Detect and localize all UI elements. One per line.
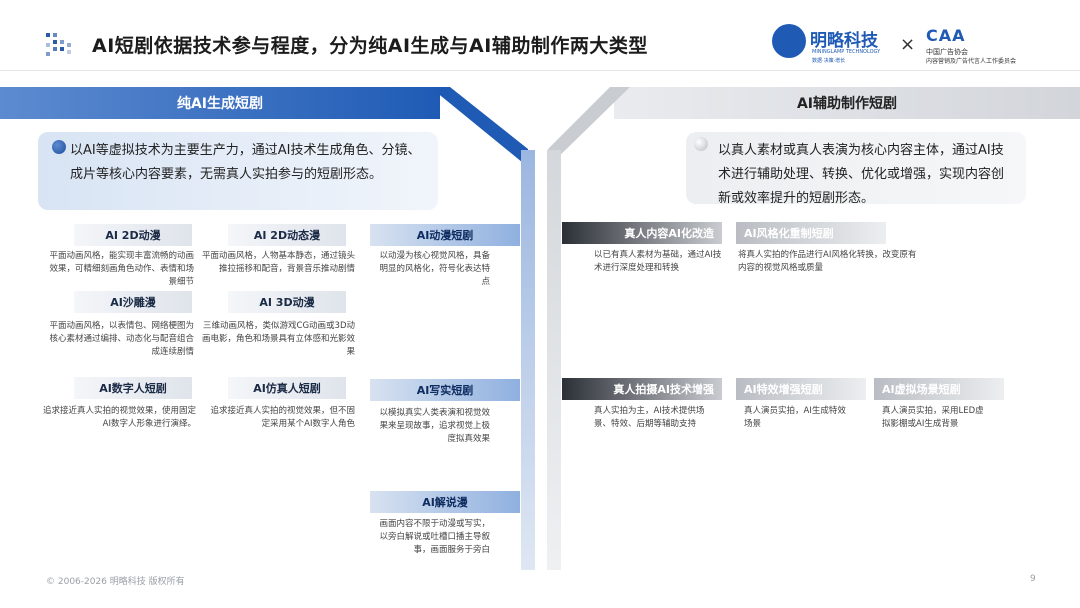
right-bullet-icon [694,137,708,151]
page-number: 9 [1030,574,1036,584]
copyright: © 2006-2026 明略科技 版权所有 [46,577,185,587]
page-title: AI短剧依据技术参与程度，分为纯AI生成与AI辅助制作两大类型 [92,35,648,57]
item-desc: 将真人实拍的作品进行AI风格化转换，改变原有内容的视觉风格或质量 [738,250,917,273]
brand-name-en: MININGLAMP TECHNOLOGY [812,49,881,55]
partner-logo: CAA 中国广告协会 内容营销及广告代言人工作委员会 [924,26,1054,70]
item-ai-2d-anime: AI 2D动漫 [74,224,192,246]
category-real-ai-transform: 真人内容AI化改造 [562,222,722,244]
left-heading-text: 纯AI生成短剧 [176,96,264,112]
category-ai-realistic: AI写实短剧 [370,379,520,401]
item-desc: 平面动画风格，能实现丰富流畅的动画效果，可精细刻画角色动作、表情和场景细节 [49,251,194,287]
item-label: AI 3D动漫 [259,296,315,309]
item-ai-style-remake: AI风格化重制短剧 [736,222,886,244]
category-label: AI动漫短剧 [416,229,474,242]
category-desc: 真人实拍为主，AI技术提供场景、特效、后期等辅助支持 [594,406,705,429]
item-ai-simulated-human: AI仿真人短剧 [228,377,346,399]
item-desc: 追求接近真人实拍的视觉效果，使用固定AI数字人形象进行演绎。 [42,406,196,429]
item-desc: 真人演员实拍，AI生成特效场景 [744,406,846,429]
dots-logo-icon [44,30,84,60]
category-desc: 画面内容不限于动漫或写实，以旁白解说或吐槽口播主导叙事，画面服务于旁白 [379,519,490,555]
brand-name: 明略科技 [810,31,878,51]
item-label: AI 2D动态漫 [253,229,321,242]
right-heading: AI辅助制作短剧 [614,87,1080,119]
item-label: AI虚拟场景短剧 [882,383,961,396]
item-desc: 追求接近真人实拍的视觉效果，但不固定采用某个AI数字人角色 [210,406,355,429]
item-label: AI 2D动漫 [105,229,161,242]
partner-mark: CAA [926,26,966,45]
left-description: 以AI等虚拟技术为主要生产力，通过AI技术生成角色、分镜、成片等核心内容要素，无… [38,132,438,210]
right-heading-text: AI辅助制作短剧 [796,96,898,112]
category-label: 真人内容AI化改造 [624,227,714,240]
item-ai-meme-comic: AI沙雕漫 [74,291,192,313]
brand-logo: 明略科技 MININGLAMP TECHNOLOGY 数据·决策·增长 [770,22,890,66]
item-ai-digital-human: AI数字人短剧 [74,377,192,399]
item-ai-virtual-scene: AI虚拟场景短剧 [874,378,1004,400]
category-real-ai-enhance: 真人拍摄AI技术增强 [562,378,722,400]
category-ai-commentary: AI解说漫 [370,491,520,513]
item-desc: 平面动画风格，以表情包、网络梗图为核心素材通过编排、动态化与配音组合成连续剧情 [49,321,194,357]
category-desc: 以动漫为核心视觉风格，具备明显的风格化，符号化表达特点 [379,251,490,287]
item-ai-3d-anime: AI 3D动漫 [228,291,346,313]
right-spine [547,150,561,570]
category-desc: 以模拟真实人类表演和视觉效果来呈现故事，追求视觉上极度拟真效果 [379,408,490,444]
item-label: AI数字人短剧 [99,382,167,395]
item-desc: 三维动画风格，类似游戏CG动画或3D动画电影，角色和场景具有立体感和光影效果 [202,321,356,357]
left-heading: 纯AI生成短剧 [0,87,440,119]
left-description-text: 以AI等虚拟技术为主要生产力，通过AI技术生成角色、分镜、成片等核心内容要素，无… [70,143,421,182]
item-label: AI特效增强短剧 [744,383,823,396]
item-label: AI沙雕漫 [110,296,156,309]
category-label: AI解说漫 [422,496,468,509]
item-desc: 真人演员实拍，采用LED虚拟影棚或AI生成背景 [882,406,984,429]
header-divider [0,70,1080,71]
partner-line-1: 中国广告协会 [926,48,968,56]
category-label: AI写实短剧 [416,384,474,397]
brand-mark-icon [772,24,806,58]
item-label: AI仿真人短剧 [253,382,321,395]
category-desc: 以已有真人素材为基础，通过AI技术进行深度处理和转换 [594,250,722,273]
item-ai-vfx-enhance: AI特效增强短剧 [736,378,866,400]
center-chevron [430,87,630,167]
item-label: AI风格化重制短剧 [744,227,834,240]
brand-sub: 数据·决策·增长 [812,58,846,64]
left-spine [521,150,535,570]
right-description: 以真人素材或真人表演为核心内容主体，通过AI技术进行辅助处理、转换、优化或增强，… [686,132,1026,206]
item-ai-2d-motion-comic: AI 2D动态漫 [228,224,346,246]
category-label: 真人拍摄AI技术增强 [613,383,714,396]
partner-line-2: 内容营销及广告代言人工作委员会 [926,58,1017,65]
category-ai-anime: AI动漫短剧 [370,224,520,246]
right-description-text: 以真人素材或真人表演为核心内容主体，通过AI技术进行辅助处理、转换、优化或增强，… [718,143,1005,206]
left-bullet-icon [52,140,66,154]
item-desc: 平面动画风格，人物基本静态，通过镜头推拉摇移和配音，背景音乐推动剧情 [202,251,356,274]
cross-sign: × [900,34,916,55]
